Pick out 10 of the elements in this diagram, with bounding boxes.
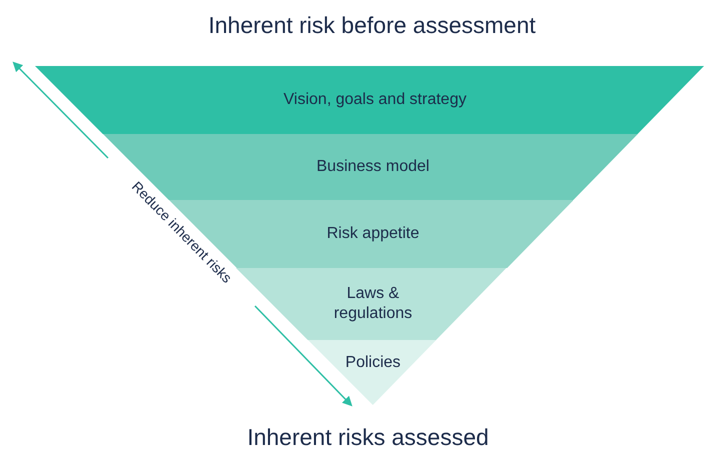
funnel-band <box>35 66 704 134</box>
title: Inherent risk before assessment <box>208 12 536 39</box>
funnel-tip <box>308 340 436 405</box>
band-label: Vision, goals and strategy <box>282 90 468 110</box>
band-label: Risk appetite <box>326 224 420 244</box>
band-label: Policies <box>344 352 402 372</box>
caption: Inherent risks assessed <box>247 424 489 451</box>
band-label: Laws & regulations <box>332 284 414 324</box>
band-label: Business model <box>316 157 430 177</box>
funnel-band <box>236 268 507 340</box>
